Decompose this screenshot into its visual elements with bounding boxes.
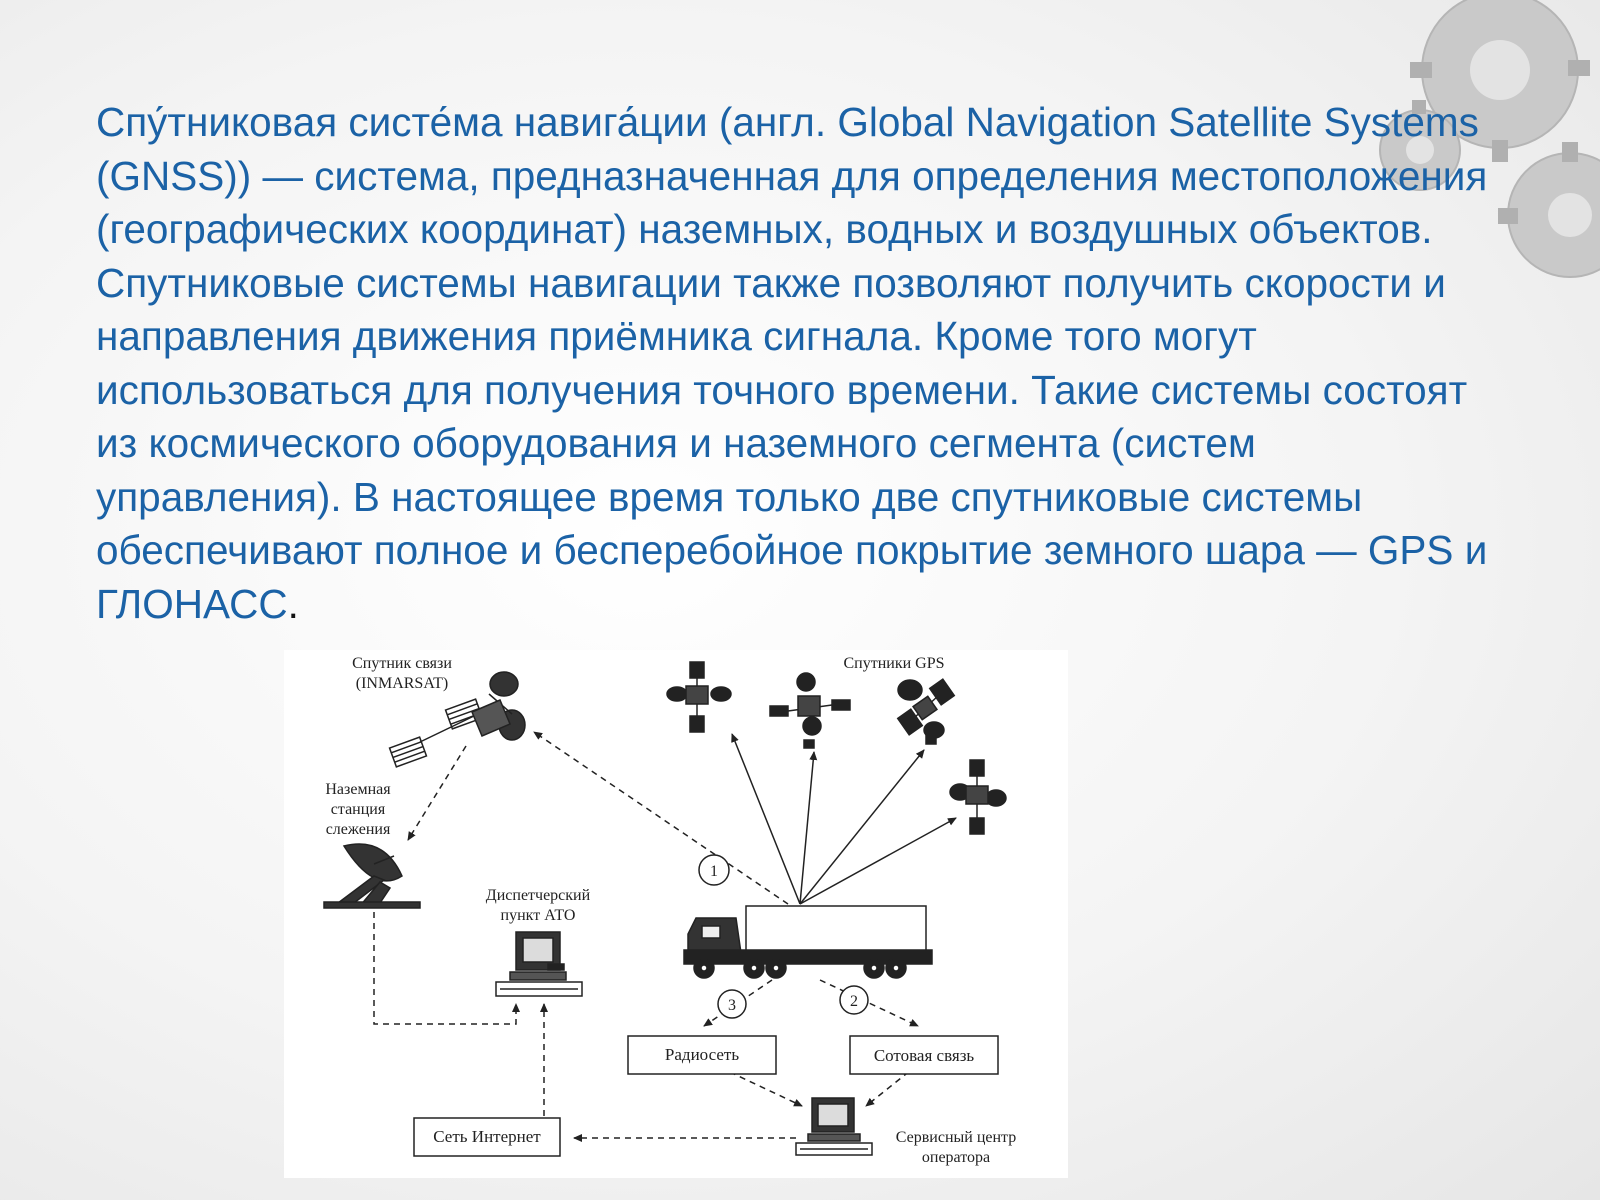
inmarsat-satellite-icon xyxy=(388,671,526,768)
marker-2-label: 2 xyxy=(850,993,858,1010)
dispatch-label-line2: пункт АТО xyxy=(501,907,576,924)
ground-station-label-line3: слежения xyxy=(326,821,391,838)
gnss-diagram: Спутник связи (INMARSAT) Спутники GPS На… xyxy=(284,650,1068,1178)
main-paragraph: Спу́тниковая систе́ма навига́ции (англ. … xyxy=(96,96,1506,631)
inmarsat-label-line1: Спутник связи xyxy=(352,655,452,672)
ground-station-label-line2: станция xyxy=(331,801,386,818)
gps-label: Спутники GPS xyxy=(843,655,944,672)
dispatch-computer-icon xyxy=(495,931,583,997)
ground-station-dish-icon xyxy=(323,843,421,909)
gps-satellite-icon xyxy=(769,672,851,749)
marker-3: 3 xyxy=(717,989,747,1019)
gps-satellite-icon xyxy=(666,661,732,733)
paragraph-text: Спу́тниковая систе́ма навига́ции (англ. … xyxy=(96,99,1488,627)
gps-satellite-icon xyxy=(949,759,1007,835)
gps-signal-arrows xyxy=(731,733,957,905)
gps-satellite-icon xyxy=(896,678,956,745)
radio-network-label: Радиосеть xyxy=(665,1045,739,1064)
marker-1-label: 1 xyxy=(710,863,718,880)
internet-box: Сеть Интернет xyxy=(413,1117,561,1157)
inmarsat-label-line2: (INMARSAT) xyxy=(356,675,448,692)
paragraph-end: . xyxy=(287,580,299,627)
dispatch-label-line1: Диспетчерский xyxy=(486,887,591,904)
gnss-diagram-svg: Спутник связи (INMARSAT) Спутники GPS На… xyxy=(323,655,1016,1166)
internet-label: Сеть Интернет xyxy=(433,1127,541,1146)
cellular-label: Сотовая связь xyxy=(874,1046,975,1065)
service-center-computer-icon xyxy=(795,1097,873,1156)
radio-network-box: Радиосеть xyxy=(627,1035,777,1075)
cellular-box: Сотовая связь xyxy=(849,1035,999,1075)
service-center-label-line1: Сервисный центр xyxy=(896,1129,1016,1146)
marker-3-label: 3 xyxy=(728,997,736,1014)
ground-station-label-line1: Наземная xyxy=(325,781,391,798)
service-center-label-line2: оператора xyxy=(922,1149,990,1166)
marker-2: 2 xyxy=(839,985,869,1015)
truck-icon xyxy=(683,905,933,979)
marker-1: 1 xyxy=(698,854,730,886)
gears-decoration xyxy=(1379,0,1600,278)
